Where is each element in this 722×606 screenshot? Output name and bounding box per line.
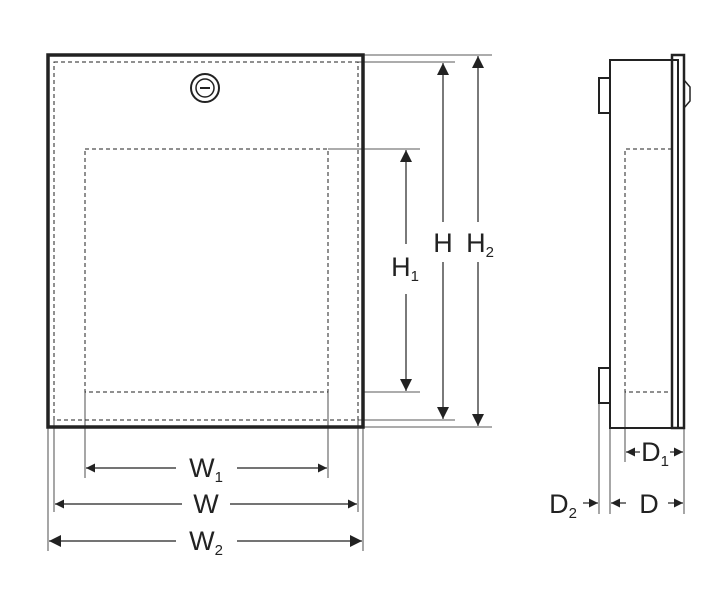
label-h1: H1	[391, 252, 419, 285]
width-dimension-lines	[49, 463, 362, 547]
side-mounting-plate-dashed	[624, 148, 672, 393]
lock-icon	[190, 73, 220, 103]
top-hinge	[598, 77, 611, 114]
label-d: D	[639, 489, 659, 519]
front-view	[46, 53, 365, 429]
mounting-plate-dashed	[84, 148, 329, 393]
front-outer-frame	[46, 53, 365, 429]
label-d2: D2	[549, 489, 577, 522]
label-w1: W1	[189, 453, 223, 486]
side-body	[609, 59, 679, 429]
latch-bump	[683, 79, 691, 109]
label-h: H	[433, 228, 453, 258]
depth-dimension-lines	[583, 447, 683, 508]
side-view	[598, 53, 691, 430]
bottom-hinge	[598, 367, 611, 404]
label-w: W	[193, 489, 219, 519]
front-extension-lines	[47, 54, 492, 551]
side-door-panel	[670, 53, 686, 430]
label-w2: W2	[189, 526, 223, 559]
front-inner-dashed-border	[53, 61, 359, 421]
side-extension-lines	[598, 392, 685, 514]
label-h2: H2	[466, 228, 494, 261]
label-d1: D1	[641, 437, 669, 470]
height-dimension-lines	[400, 56, 484, 426]
